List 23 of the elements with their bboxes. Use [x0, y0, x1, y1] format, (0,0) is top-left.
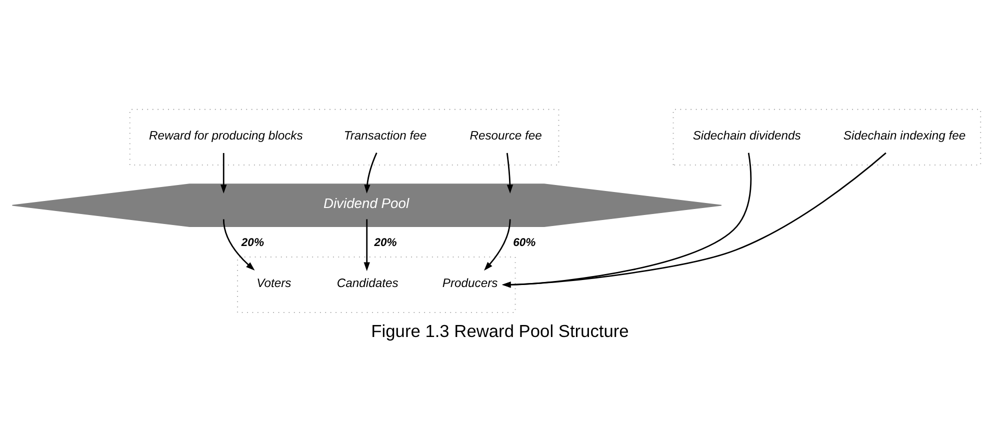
arrow	[364, 218, 370, 271]
node-text: Producers	[442, 276, 498, 290]
node-text: Voters	[256, 276, 292, 290]
edge-label: 60%	[513, 236, 536, 249]
node-text: Resource fee	[470, 128, 542, 142]
arrow	[222, 218, 255, 270]
edge-label: 20%	[374, 236, 397, 249]
node-text: Candidates	[336, 276, 398, 290]
caption: Figure 1.3 Reward Pool Structure	[371, 320, 629, 340]
arrow	[484, 218, 511, 270]
arrow	[502, 152, 752, 288]
edge-label: 20%	[241, 236, 264, 249]
cluster	[237, 256, 516, 313]
cluster	[129, 108, 560, 165]
cluster	[672, 108, 982, 165]
arrow	[502, 152, 886, 288]
arrow	[506, 152, 514, 194]
node-text: Sidechain indexing fee	[843, 128, 966, 142]
arrow	[220, 152, 227, 194]
node-text: Transaction fee	[344, 128, 427, 142]
node-text: Reward for producing blocks	[148, 128, 303, 142]
arrow	[364, 152, 378, 194]
node-text: Sidechain dividends	[692, 128, 801, 142]
